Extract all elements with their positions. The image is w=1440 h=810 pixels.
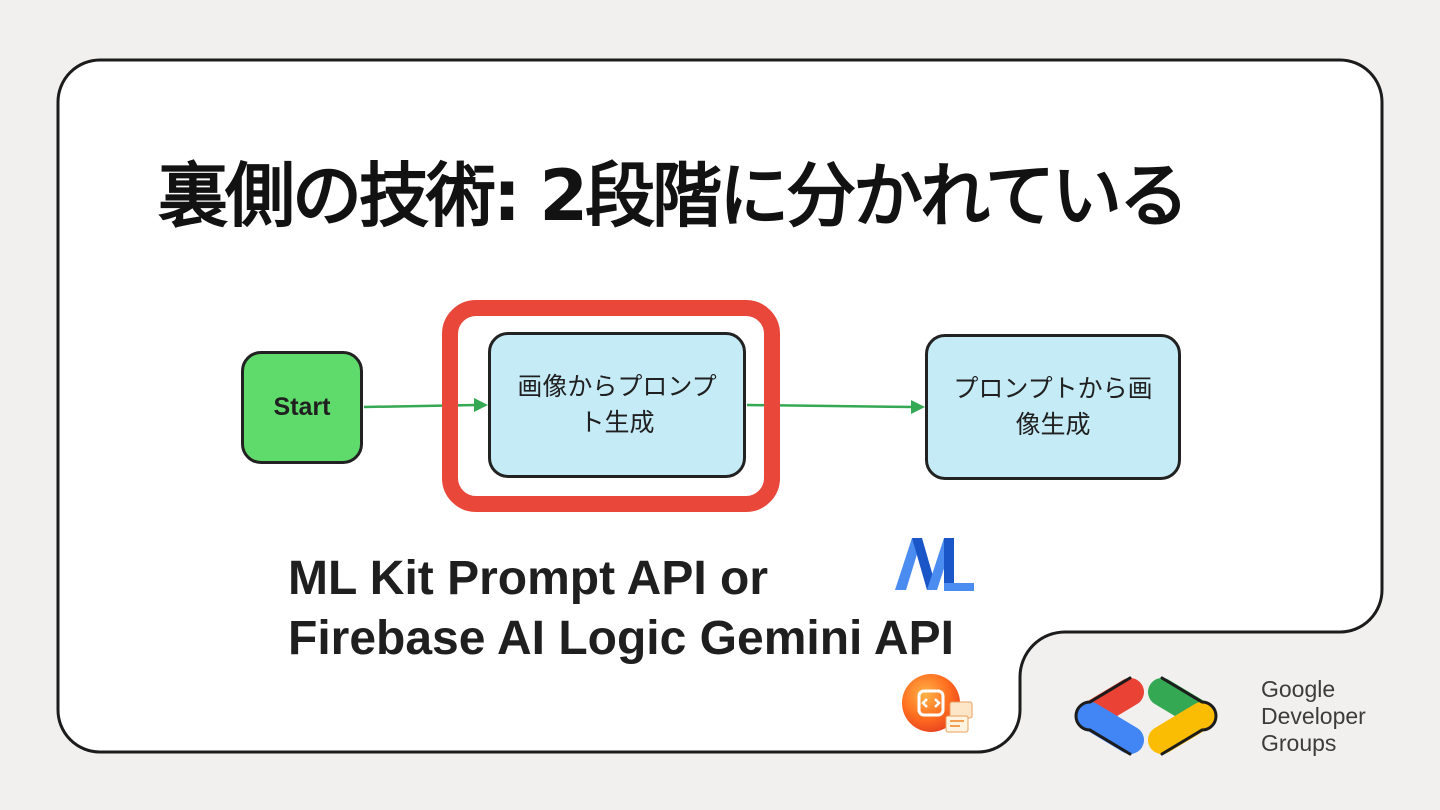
flow-node-prompt-to-image: プロンプトから画像生成 bbox=[925, 334, 1181, 480]
ml-kit-logo-icon bbox=[895, 538, 974, 591]
flow-node-start: Start bbox=[241, 351, 363, 464]
gdg-brackets-logo-icon bbox=[1074, 676, 1218, 756]
api-line-firebase: Firebase AI Logic Gemini API bbox=[288, 612, 954, 665]
flow-node-start-label: Start bbox=[273, 393, 331, 421]
gdg-wordmark-line2: Developer bbox=[1261, 703, 1366, 729]
api-line-ml-kit: ML Kit Prompt API or bbox=[288, 552, 768, 605]
api-description: ML Kit Prompt API or Firebase AI Logic G… bbox=[288, 549, 954, 669]
flow-node-image-to-prompt: 画像からプロンプト生成 bbox=[488, 332, 746, 478]
highlight-frame bbox=[442, 300, 780, 512]
firebase-ai-logic-icon bbox=[902, 674, 973, 733]
slide-title: 裏側の技術: 2段階に分かれている bbox=[158, 155, 1189, 237]
gdg-wordmark-line3: Groups bbox=[1261, 730, 1337, 756]
flow-node-image-to-prompt-label: 画像からプロンプト生成 bbox=[517, 372, 717, 437]
gdg-wordmark-line1: Google bbox=[1261, 676, 1336, 702]
gdg-wordmark: Google Developer Groups bbox=[1261, 676, 1366, 757]
flow-node-prompt-to-image-label: プロンプトから画像生成 bbox=[953, 374, 1153, 439]
